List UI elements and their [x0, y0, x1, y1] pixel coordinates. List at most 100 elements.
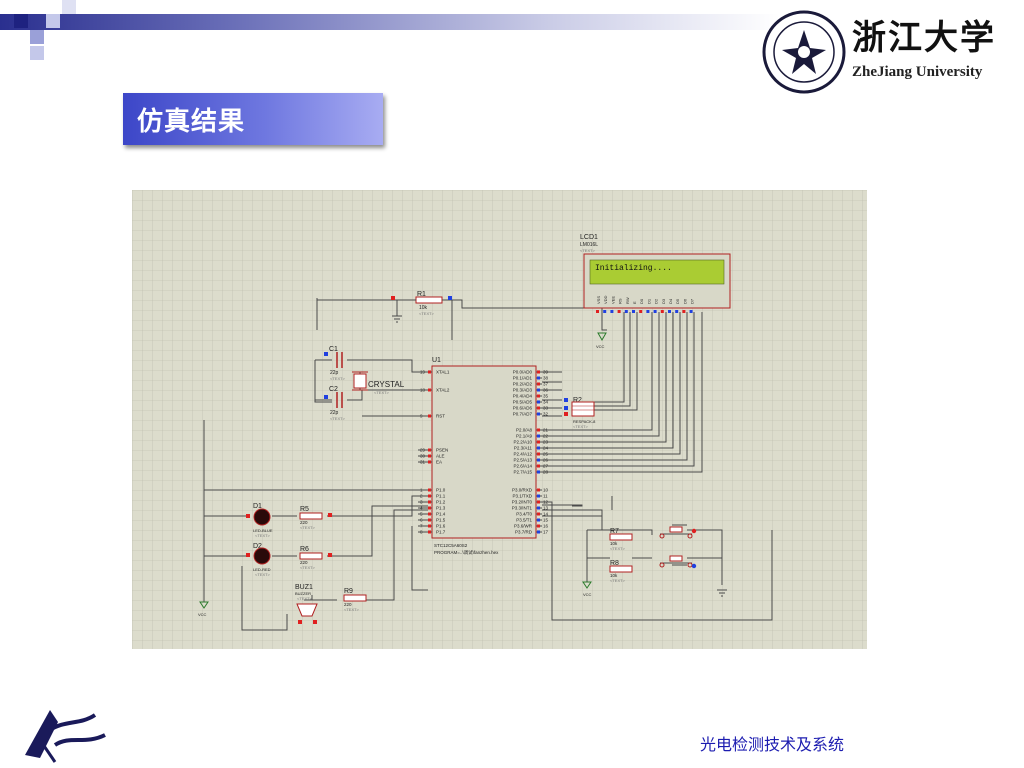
pin-dot	[428, 524, 431, 528]
header-band	[0, 0, 1024, 70]
pin-dot	[537, 506, 540, 510]
lcd-pin-label: D6	[682, 298, 687, 304]
lcd-part: LM016L	[580, 242, 598, 248]
pin-dot	[668, 310, 671, 313]
u1-pin-name: P2.7/A15	[513, 470, 532, 475]
mcu-u1: U1 19XTAL118XTAL29RST29PSEN30ALE31EA1P1.…	[418, 357, 549, 556]
u1-pin-name: P2.2/A10	[513, 440, 532, 445]
pin-dot	[682, 310, 686, 313]
c1-value: 22p	[330, 370, 339, 376]
u1-pin-name: P2.3/A11	[514, 446, 533, 451]
u1-pin-name: XTAL2	[436, 388, 450, 393]
vcc-symbol-lcd: VCC	[596, 332, 607, 349]
pin-dot	[537, 524, 540, 528]
pin-dot	[632, 310, 635, 313]
u1-pin-name: P3.6/WR	[514, 524, 533, 529]
u1-pin-number: 17	[543, 530, 549, 535]
c2-text-tag: <TEXT>	[330, 416, 346, 421]
vcc-label: VCC	[198, 612, 207, 617]
u1-left-pins: 19XTAL118XTAL29RST29PSEN30ALE31EA1P1.02P…	[418, 370, 450, 535]
crystal-x1: CRYSTAL <TEXT>	[352, 371, 405, 395]
decor-square	[46, 14, 60, 28]
u1-pin-name: P0.3/AD3	[513, 388, 533, 393]
lcd-pin-label: VSS	[596, 296, 601, 304]
lcd-display-text: Initializing....	[595, 264, 672, 273]
u1-pin-name: ALE	[436, 454, 445, 459]
c2-ref: C2	[329, 386, 338, 393]
lcd-pin-label: D5	[675, 298, 680, 304]
u1-pin-number: 26	[543, 458, 549, 463]
u1-pin-name: XTAL1	[436, 370, 450, 375]
u1-pin-name: EA	[436, 460, 442, 465]
pin-dot	[428, 388, 431, 392]
pin-dot	[428, 530, 431, 534]
resistor-r1: R1 10k <TEXT>	[391, 291, 452, 316]
u1-pin-number: 21	[543, 428, 549, 433]
pin-dot	[537, 388, 540, 392]
pin-dot	[324, 395, 328, 399]
university-seal-logo	[762, 10, 846, 94]
u1-pin-number: 23	[543, 440, 549, 445]
r5-text-tag: <TEXT>	[300, 525, 316, 530]
ground-symbol	[392, 300, 402, 323]
lcd-pin-label: D2	[654, 298, 659, 304]
lcd-pin-label: D0	[639, 298, 644, 304]
r1-value: 10k	[419, 305, 428, 311]
pin-dot	[603, 310, 607, 313]
pin-dot	[328, 553, 332, 557]
u1-pin-name: P3.1/TXD	[512, 494, 532, 499]
lcd-screen	[589, 259, 725, 285]
u1-pin-name: P1.2	[436, 500, 446, 505]
u1-pin-number: 38	[543, 376, 549, 381]
pin-dot	[448, 296, 452, 300]
pin-dot	[428, 518, 431, 522]
lcd-pin-label: E	[632, 301, 637, 304]
pin-dot	[537, 370, 540, 374]
slide-title: 仿真结果	[137, 107, 246, 137]
u1-pin-name: RST	[436, 414, 445, 419]
u1-pin-name: P0.1/AD1	[513, 376, 533, 381]
d2-part: LED-RED	[253, 567, 271, 572]
r5-ref: R5	[300, 506, 309, 513]
pin-dot	[428, 494, 431, 498]
resistor-r8: R8 10k <TEXT>	[609, 560, 633, 583]
u1-pin-name: P1.6	[436, 524, 446, 529]
pin-dot	[537, 464, 540, 468]
d1-text-tag: <TEXT>	[255, 533, 271, 538]
r8-value: 10k	[610, 573, 618, 578]
buz1-text-tag: <TEXT>	[297, 596, 313, 601]
r1-text-tag: <TEXT>	[419, 311, 435, 316]
u1-pin-name: P1.0	[436, 488, 446, 493]
u1-ref: U1	[432, 357, 441, 364]
u1-pin-name: P2.4/A12	[513, 452, 532, 457]
lcd-ref: LCD1	[580, 234, 598, 241]
pin-dot	[537, 512, 540, 516]
ground-symbol	[717, 589, 727, 597]
pin-dot	[428, 512, 431, 516]
pin-dot	[639, 310, 643, 313]
u1-pin-name: P2.0/A8	[516, 428, 533, 433]
u1-pin-name: P2.1/A9	[516, 434, 533, 439]
university-name-en: ZheJiang University	[852, 64, 983, 80]
pin-dot	[610, 310, 614, 313]
pin-dot	[298, 620, 302, 624]
r1-ref: R1	[417, 291, 426, 298]
buzzer-buz1: BUZ1 BUZZER <TEXT>	[295, 584, 318, 624]
pin-dot	[313, 620, 317, 624]
resistor-pack-r2: R2 RESPACK-8 <TEXT>	[564, 397, 596, 429]
u1-pin-name: P1.7	[436, 530, 446, 535]
lcd-pin-label: VEE	[610, 296, 615, 304]
pin-dot	[617, 310, 621, 313]
pin-dot	[537, 470, 540, 474]
buz1-part: BUZZER	[295, 591, 311, 596]
r6-text-tag: <TEXT>	[300, 565, 316, 570]
pin-dot	[428, 500, 431, 504]
u1-pin-number: 13	[543, 506, 549, 511]
resistor-r9: R9 220 <TEXT>	[343, 588, 367, 612]
pin-dot	[537, 412, 540, 416]
pin-dot	[537, 458, 540, 462]
footer-course-title: 光电检测技术及系统	[700, 735, 845, 754]
u1-pin-name: P1.3	[436, 506, 446, 511]
crystal-ref: CRYSTAL	[368, 380, 405, 389]
